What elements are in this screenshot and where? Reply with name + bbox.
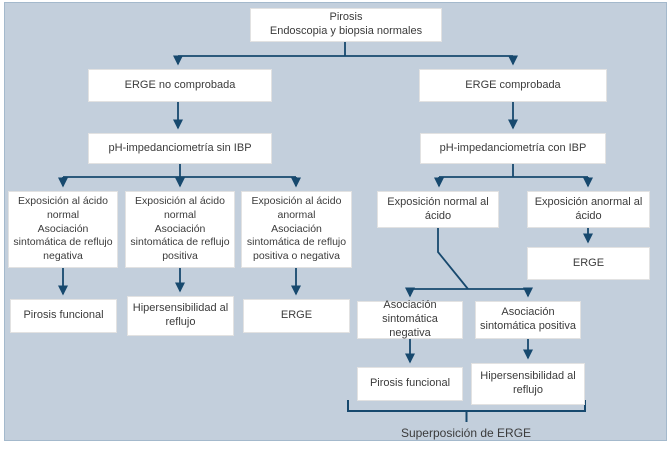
node-erge-comprobada: ERGE comprobada	[419, 69, 607, 102]
node-erge-der-label: ERGE	[572, 256, 605, 269]
node-pirosis-root-label: Pirosis Endoscopia y biopsia normales	[269, 11, 423, 37]
node-pirosis-root: Pirosis Endoscopia y biopsia normales	[250, 8, 442, 42]
node-ph-con-ibp-label: pH-impedanciometría con IBP	[439, 141, 587, 154]
node-exp-normal-positiva: Exposición al ácido normal Asociación si…	[125, 191, 235, 268]
node-hipersensibilidad-izq: Hipersensibilidad al reflujo	[127, 296, 234, 336]
node-exp-anormal-acido: Exposición anormal al ácido	[527, 191, 650, 228]
node-exp-normal-acido: Exposición normal al ácido	[377, 191, 499, 228]
node-asociacion-positiva: Asociación sintomática positiva	[475, 301, 581, 339]
node-pirosis-funcional-der-label: Pirosis funcional	[369, 377, 451, 390]
node-exp-normal-acido-label: Exposición normal al ácido	[387, 195, 489, 222]
node-erge-izq-label: ERGE	[280, 309, 313, 322]
node-exp-normal-negativa: Exposición al ácido normal Asociación si…	[8, 191, 118, 268]
node-hipersensibilidad-der-label: Hipersensibilidad al reflujo	[480, 370, 576, 396]
node-exp-normal-negativa-label: Exposición al ácido normal Asociación si…	[13, 195, 113, 262]
node-exp-anormal-acido-label: Exposición anormal al ácido	[534, 195, 643, 222]
node-exp-anormal-pos-neg: Exposición al ácido anormal Asociación s…	[241, 191, 352, 268]
node-asociacion-positiva-label: Asociación sintomática positiva	[480, 306, 576, 332]
node-pirosis-funcional-der: Pirosis funcional	[357, 367, 463, 401]
node-asociacion-negativa-label: Asociación sintomática negativa	[382, 299, 438, 339]
node-erge-no-comprobada: ERGE no comprobada	[88, 69, 272, 102]
node-ph-con-ibp: pH-impedanciometría con IBP	[420, 133, 606, 164]
node-exp-anormal-pos-neg-label: Exposición al ácido anormal Asociación s…	[246, 195, 347, 262]
node-pirosis-funcional-izq-label: Pirosis funcional	[23, 309, 104, 322]
node-erge-no-comprobada-label: ERGE no comprobada	[124, 78, 236, 91]
node-hipersensibilidad-der: Hipersensibilidad al reflujo	[471, 363, 585, 405]
node-ph-sin-ibp: pH-impedanciometría sin IBP	[88, 133, 272, 164]
node-exp-normal-positiva-label: Exposición al ácido normal Asociación si…	[130, 195, 230, 262]
node-erge-comprobada-label: ERGE comprobada	[465, 78, 561, 91]
node-pirosis-funcional-izq: Pirosis funcional	[10, 299, 117, 333]
node-erge-der: ERGE	[527, 247, 650, 280]
node-erge-izq: ERGE	[243, 299, 350, 333]
node-ph-sin-ibp-label: pH-impedanciometría sin IBP	[108, 141, 252, 154]
node-hipersensibilidad-izq-label: Hipersensibilidad al reflujo	[132, 302, 229, 328]
node-asociacion-negativa: Asociación sintomática negativa	[357, 299, 463, 339]
superposicion-label: Superposición de ERGE	[400, 426, 532, 440]
